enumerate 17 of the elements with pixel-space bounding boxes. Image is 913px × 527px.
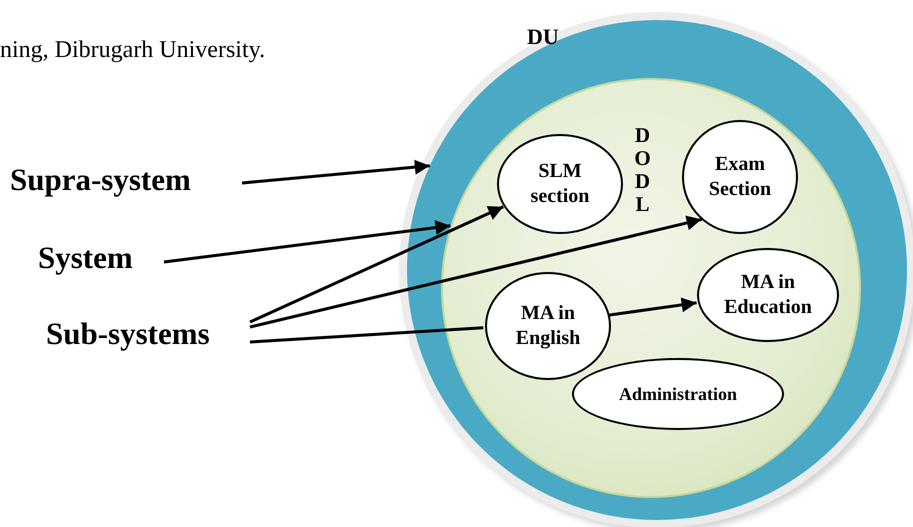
ellipse-node: SLM section	[497, 134, 623, 234]
ellipse-node: MA in Education	[697, 248, 839, 342]
ellipse-node: MA in English	[485, 272, 611, 380]
ellipse-node: Exam Section	[682, 120, 798, 234]
vertical-label: DODL	[633, 124, 652, 216]
arrow	[250, 216, 702, 328]
arrow	[608, 297, 697, 317]
text-fragment: ning, Dibrugarh University.	[0, 36, 266, 65]
callout-text: System	[38, 238, 133, 278]
arrow	[249, 205, 504, 324]
ellipse-node: Administration	[572, 358, 784, 430]
arrow	[164, 220, 451, 264]
arrow	[242, 160, 430, 184]
connector-line	[250, 326, 484, 344]
circle-label: DU	[527, 26, 559, 48]
callout-text: Sub-systems	[46, 314, 210, 354]
callout-text: Supra-system	[10, 160, 191, 200]
